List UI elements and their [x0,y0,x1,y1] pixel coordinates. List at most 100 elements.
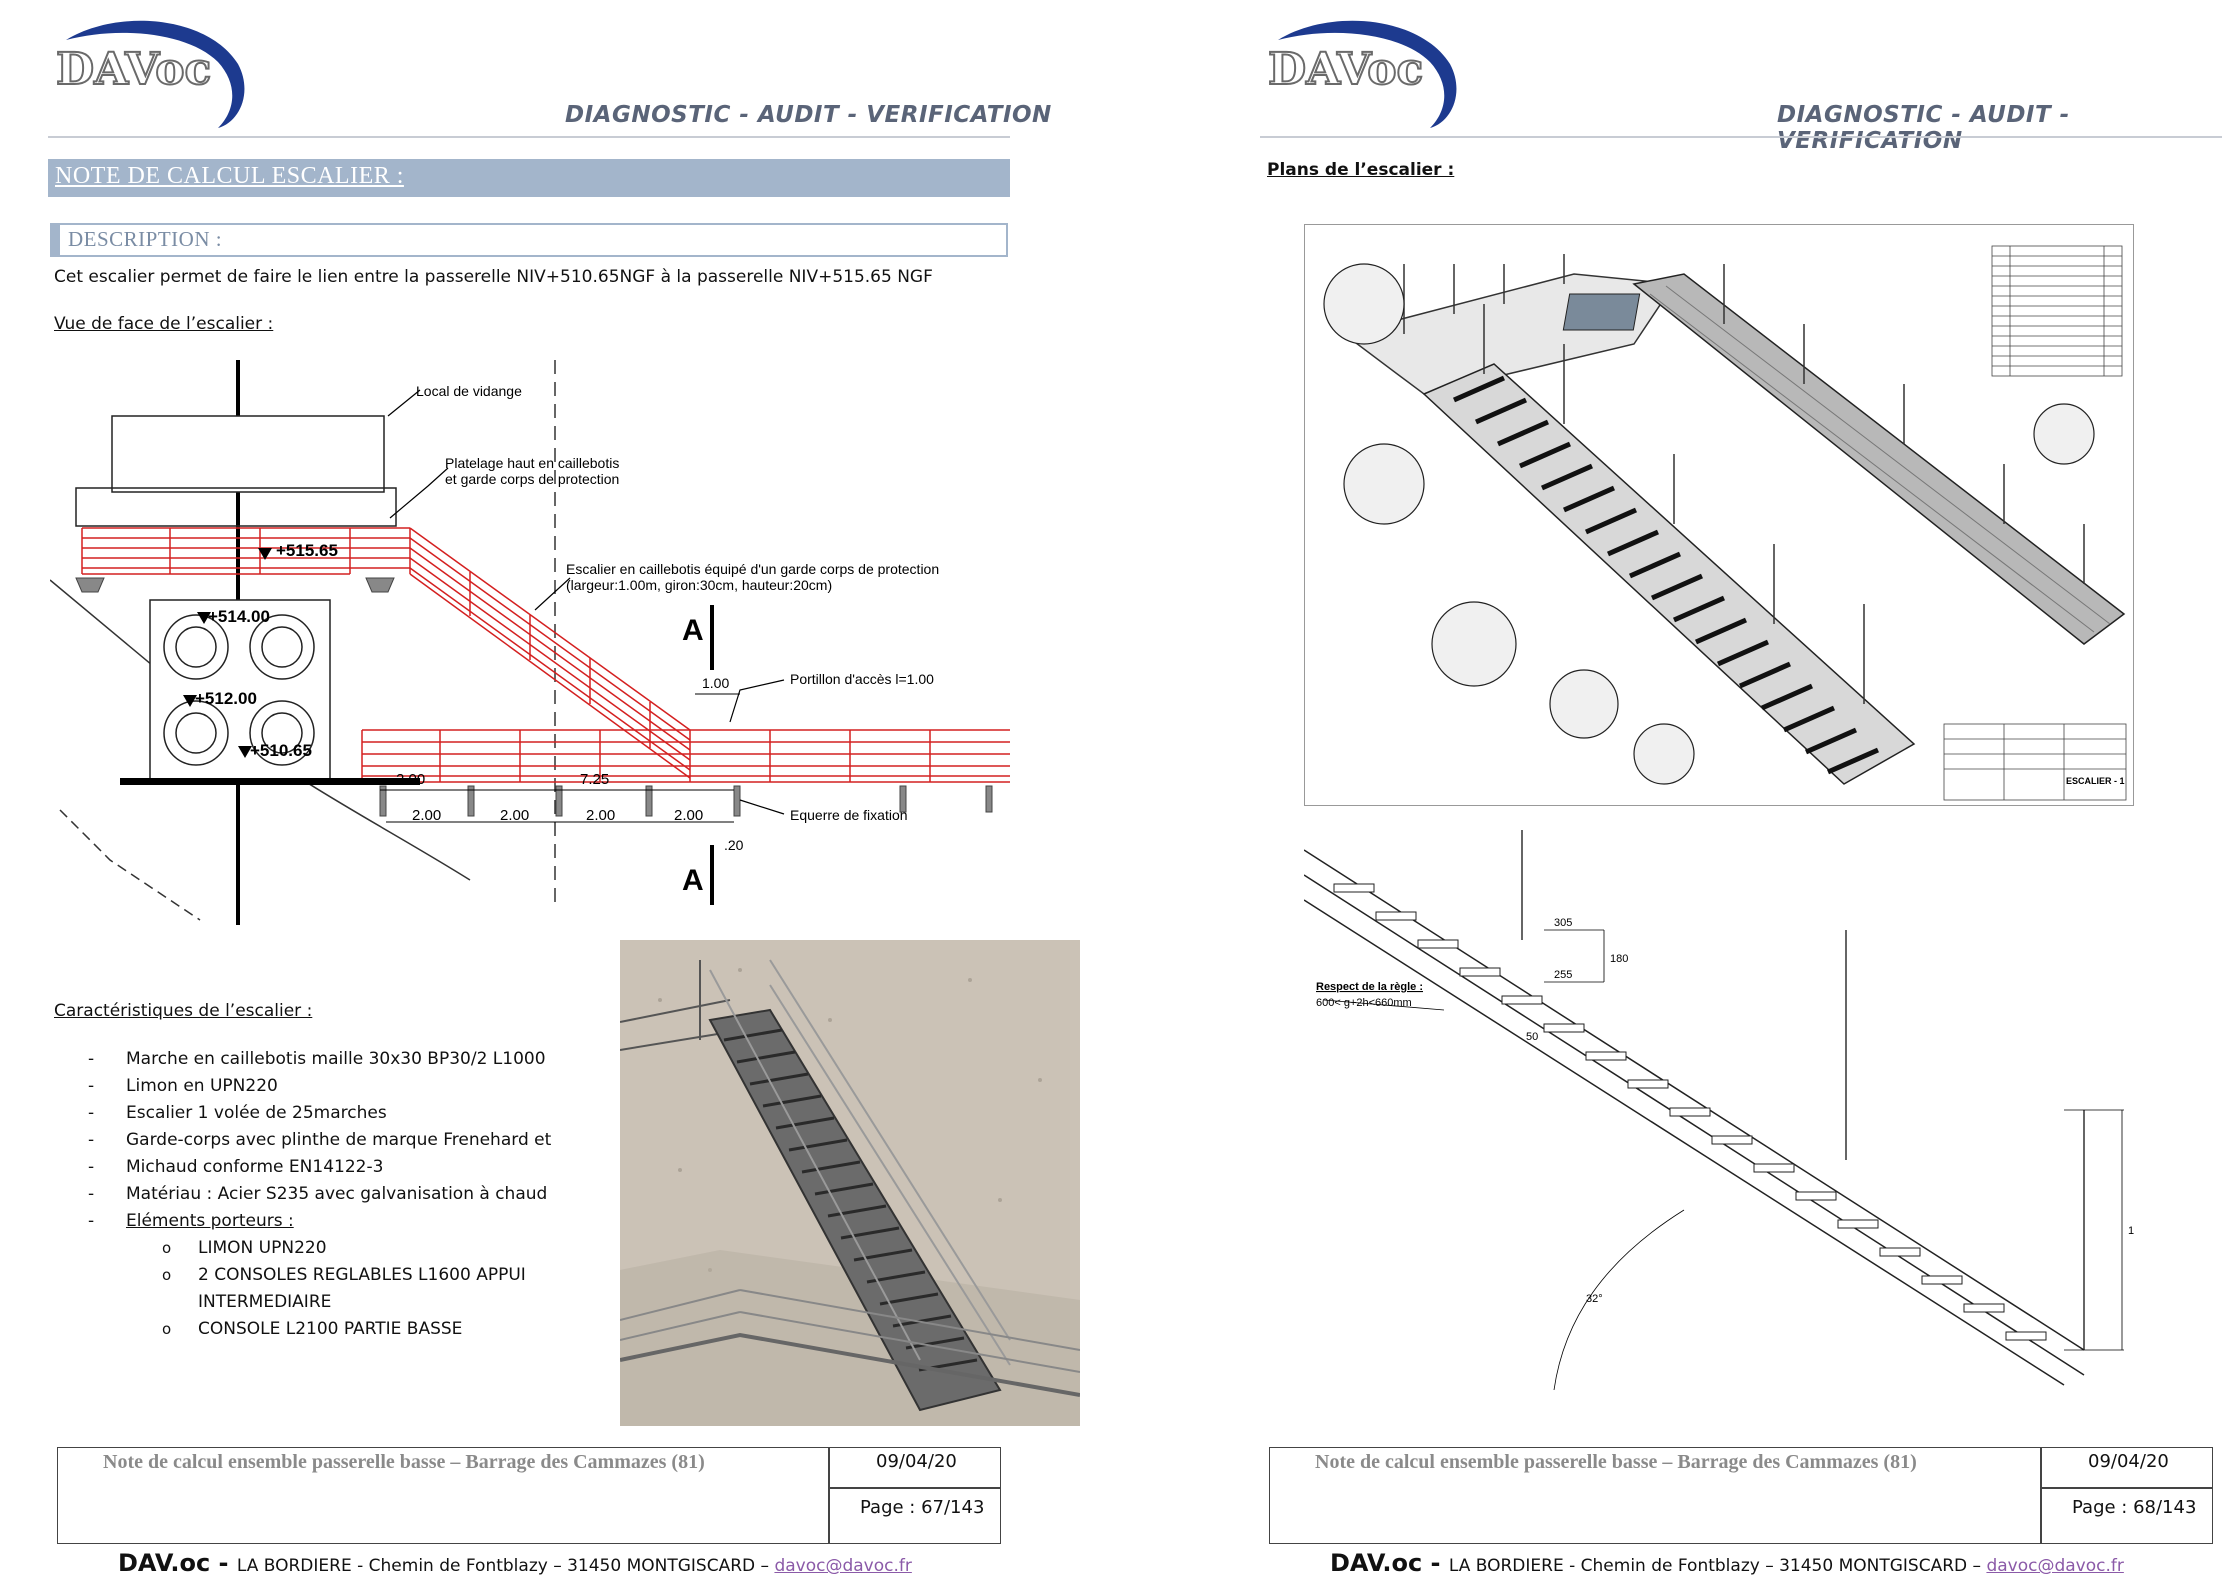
dim-1135: 1135 [2128,1225,2134,1237]
stair-3d-render [620,940,1080,1426]
footer-address: DAV.oc - LA BORDIERE - Chemin de Fontbla… [1330,1549,2124,1577]
section-bar [48,159,1010,197]
sub-item-continued: INTERMEDIAIRE [198,1292,332,1312]
sub-item: CONSOLE L2100 PARTIE BASSE [162,1316,526,1343]
dimension-lines [1323,929,2124,1390]
description-text: Cet escalier permet de faire le lien ent… [54,267,933,287]
brackets [75,577,993,817]
document-page-67: DAVoc DIAGNOSTIC - AUDIT - VERIFICATION … [0,0,1112,1577]
side-elevation-drawing: 305 255 180 50 1135 32° Respect de la rè… [1304,830,2134,1390]
tank-block [149,599,331,781]
platform-frame [75,487,397,527]
sub-item: LIMON UPN220 [162,1235,526,1262]
logo-text: DAVoc [56,44,211,95]
front-view-label: Vue de face de l’escalier : [54,314,274,334]
label-local: Local de vidange [416,383,522,399]
bom-table [1991,245,2123,377]
dim-2-00-a: 2.00 [396,771,425,788]
stringer [1304,849,2085,1386]
section-mark-bottom: A [682,864,704,897]
footer-divider-h [828,1487,1001,1489]
subsection-accent [50,223,60,257]
steps [1333,883,2047,1341]
characteristic-item: Eléments porteurs : [88,1208,551,1235]
footer-address: DAV.oc - LA BORDIERE - Chemin de Fontbla… [118,1549,912,1577]
dim-255: 255 [1554,969,1572,981]
level-markers [183,548,272,758]
plans-label: Plans de l’escalier : [1267,160,1455,180]
dim-2-00-e: 2.00 [674,807,703,824]
davoc-logo: DAVoc [55,20,245,128]
footer-title: Note de calcul ensemble passerelle basse… [1315,1451,1917,1473]
document-page-68: DAVoc DIAGNOSTIC - AUDIT - VERIFICATION … [1112,0,2224,1577]
dim-20: .20 [724,837,744,853]
load-bearing-elements-list: LIMON UPN220 2 CONSOLES REGLABLES L1600 … [88,1235,526,1343]
footer-title: Note de calcul ensemble passerelle basse… [103,1451,705,1473]
footer-page-number: Page : 68/143 [2072,1497,2197,1518]
subsection-box [50,223,1008,257]
footer-date: 09/04/20 [876,1451,957,1472]
level-512: +512.00 [195,689,257,708]
footer-box [1269,1447,2213,1544]
dim-7-25: 7.25 [580,771,609,788]
label-platelage-1: Platelage haut en caillebotis [445,455,619,471]
section-title: NOTE DE CALCUL ESCALIER : [55,163,404,189]
header-rule [1260,136,2222,138]
front-view-drawing: +515.65 +514.00 +512.00 +510.65 Local de… [50,360,1010,925]
footer-page-number: Page : 67/143 [860,1497,985,1518]
characteristic-item: Escalier 1 volée de 25marches [88,1100,551,1127]
isometric-plan-sheet: ESCALIER - 1 [1304,224,2134,806]
characteristic-item: Marche en caillebotis maille 30x30 BP30/… [88,1046,551,1073]
section-mark-top: A [682,614,704,647]
stair-stringer [409,527,691,779]
header-tagline: DIAGNOSTIC - AUDIT - VERIFICATION [565,102,1052,128]
local-vidange-box [111,415,385,493]
rule-label: Respect de la règle : [1316,981,1423,993]
title-block [1943,723,2127,801]
dim-2-00-c: 2.00 [500,807,529,824]
footer-date: 09/04/20 [2088,1451,2169,1472]
characteristic-item: Matériau : Acier S235 avec galvanisation… [88,1181,551,1208]
upper-landing [620,960,731,1051]
logo-text: DAVoc [1268,44,1423,95]
footer-address-text: LA BORDIERE - Chemin de Fontblazy – 3145… [236,1556,775,1576]
footer-divider-v [2040,1447,2042,1544]
dim-2-00-b: 2.00 [412,807,441,824]
dim-180: 180 [1610,953,1628,965]
detail-callouts [1323,263,2095,785]
stair-flight [708,959,1011,1412]
level-515: +515.65 [276,541,338,560]
posts [1521,830,2085,1350]
stair-flight-left [1422,363,1916,785]
leader-lines [387,389,785,815]
footer-divider-h [2040,1487,2213,1489]
label-escalier-2: (largeur:1.00m, giron:30cm, hauteur:20cm… [566,577,832,593]
lower-walkway [620,1289,1080,1397]
terrain-line [59,809,201,921]
footer-brand: DAV.oc [118,1549,211,1577]
sheet-title: ESCALIER - 1 [2066,776,2125,786]
characteristics-list: Marche en caillebotis maille 30x30 BP30/… [88,1046,551,1235]
characteristic-item: Limon en UPN220 [88,1073,551,1100]
treads [1452,375,1880,775]
davoc-logo: DAVoc [1267,20,1457,128]
subsection-title: DESCRIPTION : [68,227,223,251]
label-platelage-2: et garde corps de protection [445,471,619,487]
level-510: +510.65 [250,741,312,760]
footer-email-link[interactable]: davoc@davoc.fr [774,1556,912,1576]
dim-305: 305 [1554,917,1572,929]
level-514: +514.00 [208,607,270,626]
base-slab [120,778,420,785]
label-equerre: Equerre de fixation [790,807,908,823]
characteristics-label: Caractéristiques de l’escalier : [54,1001,313,1021]
dim-2-00-d: 2.00 [586,807,615,824]
characteristic-item-continued: Michaud conforme EN14122-3 [88,1154,551,1181]
angle: 32° [1586,1293,1603,1305]
lower-platform [361,729,1010,783]
rule-formula: 600< g+2h<660mm [1316,997,1412,1009]
footer-brand: DAV.oc [1330,1549,1423,1577]
label-escalier-1: Escalier en caillebotis équipé d'un gard… [566,561,939,577]
footer-email-link[interactable]: davoc@davoc.fr [1986,1556,2124,1576]
footer-address-text: LA BORDIERE - Chemin de Fontblazy – 3145… [1448,1556,1987,1576]
pipes [163,614,315,766]
